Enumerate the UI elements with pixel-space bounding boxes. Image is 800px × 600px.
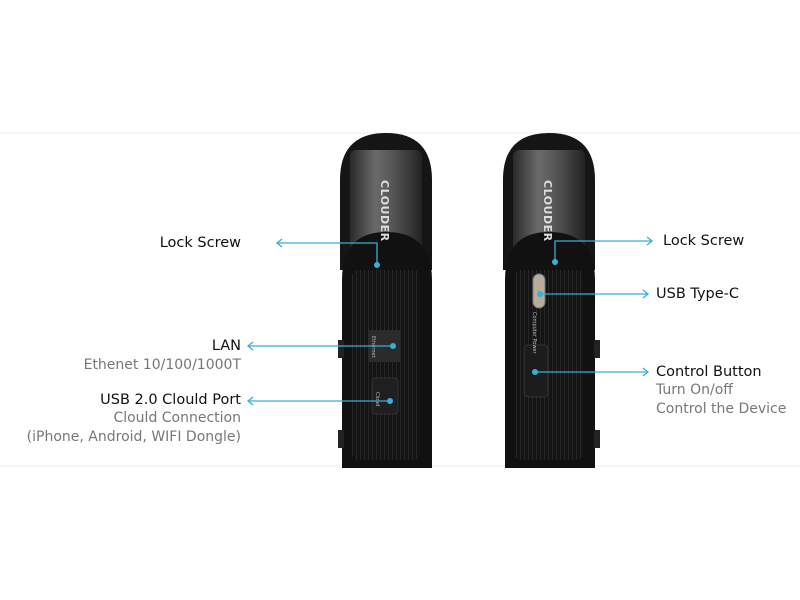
callout-dots <box>374 259 558 404</box>
device-left: CLOUDER Ethernet Cloud <box>338 133 432 468</box>
ethernet-label: Ethernet <box>370 336 376 358</box>
right-lock-screw-label: Lock Screw <box>663 233 745 249</box>
usb-c-label: USB Type-C <box>656 286 740 302</box>
callout-lines <box>246 236 654 406</box>
cloud-label: Cloud <box>374 392 380 406</box>
left-lock-screw-label: Lock Screw <box>159 235 241 251</box>
usb-cloud-sub1: Clould Connection <box>113 410 241 426</box>
usb-c-port <box>532 273 546 309</box>
power-label: Computer Power <box>531 312 537 355</box>
usb-port <box>371 377 399 415</box>
control-sub1: Turn On/off <box>656 382 733 398</box>
control-sub2: Control the Device <box>656 401 787 417</box>
usb-cloud-sub2: (iPhone, Android, WIFI Dongle) <box>26 429 241 445</box>
usb-cloud-label: USB 2.0 Clould Port <box>100 392 241 408</box>
control-button-label: Control Button <box>656 364 762 380</box>
device-logo: CLOUDER <box>541 180 554 242</box>
lan-label: LAN <box>211 338 241 354</box>
device-right: CLOUDER Computer Power <box>503 133 600 468</box>
device-logo: CLOUDER <box>378 180 391 242</box>
lan-sub: Ethenet 10/100/1000T <box>83 357 241 373</box>
